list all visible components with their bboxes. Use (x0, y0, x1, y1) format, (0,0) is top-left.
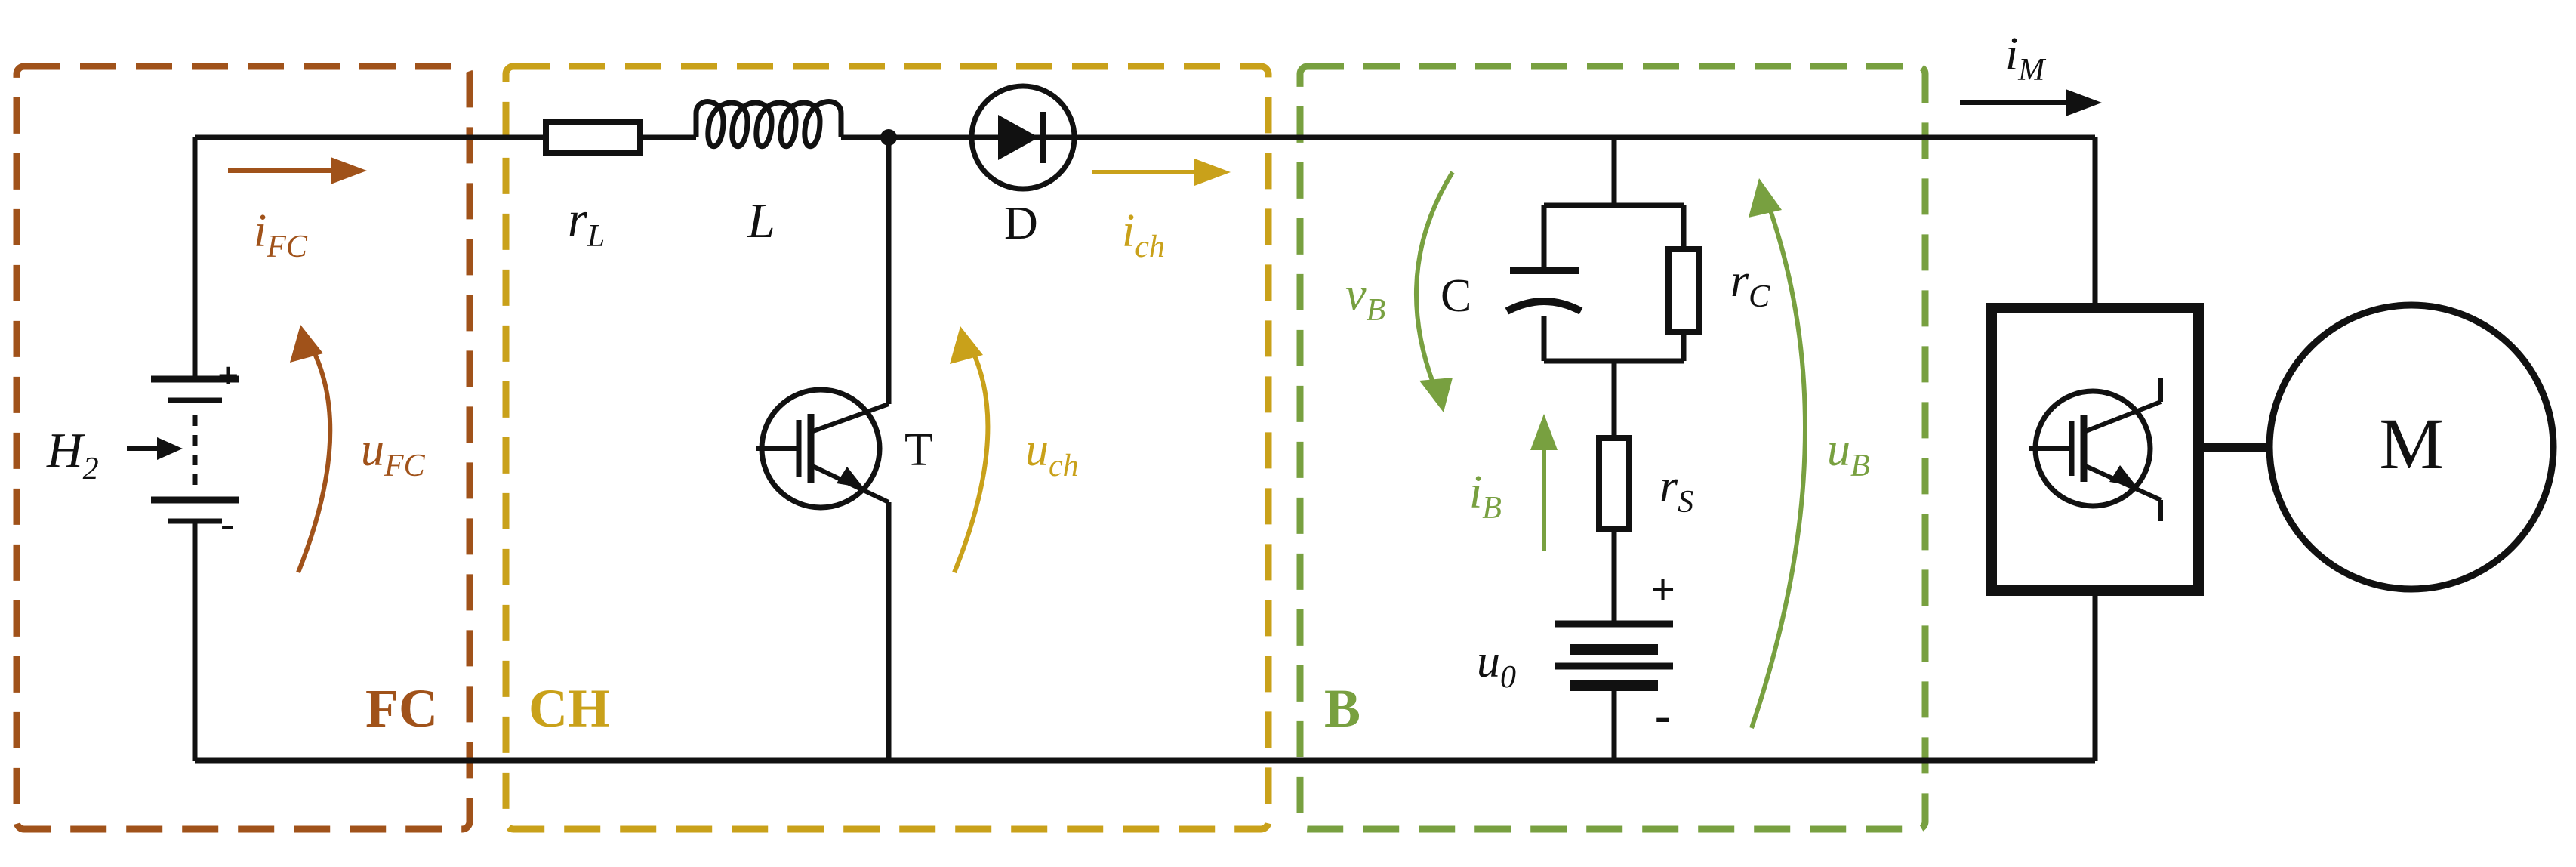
h2-label: H2 (46, 423, 99, 486)
i-fc-label: iFC (254, 205, 308, 264)
inverter-box (1986, 303, 2204, 596)
u-ch-arrow-icon (952, 346, 991, 574)
diode-icon (969, 83, 1077, 192)
ch-block-box (502, 63, 1272, 833)
i-b-arrow-icon (1530, 414, 1558, 450)
i-m-label: iM (2005, 29, 2046, 88)
fuel-cell-source-icon (151, 375, 239, 524)
u-b-arrow-icon (1749, 203, 1807, 729)
i-m-arrow-icon (2066, 89, 2102, 116)
i-b-label: iB (1469, 467, 1502, 526)
v-b-label: vB (1345, 269, 1385, 328)
capacitor-label: C (1441, 270, 1471, 322)
fc-block-label: FC (365, 678, 438, 739)
battery-icon (1555, 620, 1673, 691)
transistor-icon (756, 387, 890, 511)
u0-label: u0 (1477, 636, 1516, 695)
b-block-box (1296, 63, 1929, 833)
inductor-icon (693, 99, 844, 149)
u-fc-label: uFC (361, 424, 426, 483)
i-ch-label: ich (1122, 205, 1165, 264)
rs-label: rS (1659, 461, 1693, 520)
b-block-label: B (1324, 678, 1360, 739)
i-ch-arrow-icon (1194, 159, 1231, 186)
rc-resistor-icon (1665, 246, 1702, 335)
motor-icon (2266, 301, 2557, 593)
v-b-arrow-icon (1414, 171, 1455, 388)
rs-resistor-icon (1596, 435, 1632, 532)
motor-label: M (2379, 403, 2443, 484)
fc-block-box (13, 63, 473, 833)
u-ch-label: uch (1025, 424, 1079, 483)
fc-plus-sign: + (217, 354, 239, 396)
rl-label: rL (568, 192, 605, 254)
transistor-label: T (904, 424, 933, 476)
inductor-label: L (747, 193, 775, 248)
battery-minus-sign: - (1655, 690, 1671, 742)
i-fc-arrow-icon (331, 157, 367, 184)
h2-input-arrow-icon (157, 437, 183, 460)
ch-block-label: CH (528, 678, 610, 739)
u-b-label: uB (1827, 424, 1870, 483)
u-fc-arrow-icon (296, 344, 333, 574)
fc-minus-sign: - (220, 501, 235, 548)
rl-resistor-icon (543, 119, 643, 156)
wires (192, 134, 2269, 764)
junction-dot (880, 129, 897, 146)
diode-label: D (1004, 198, 1038, 249)
battery-plus-sign: + (1650, 565, 1675, 614)
inverter-transistor-icon (2029, 378, 2163, 521)
capacitor-icon (1505, 267, 1583, 315)
rc-label: rC (1730, 255, 1770, 314)
